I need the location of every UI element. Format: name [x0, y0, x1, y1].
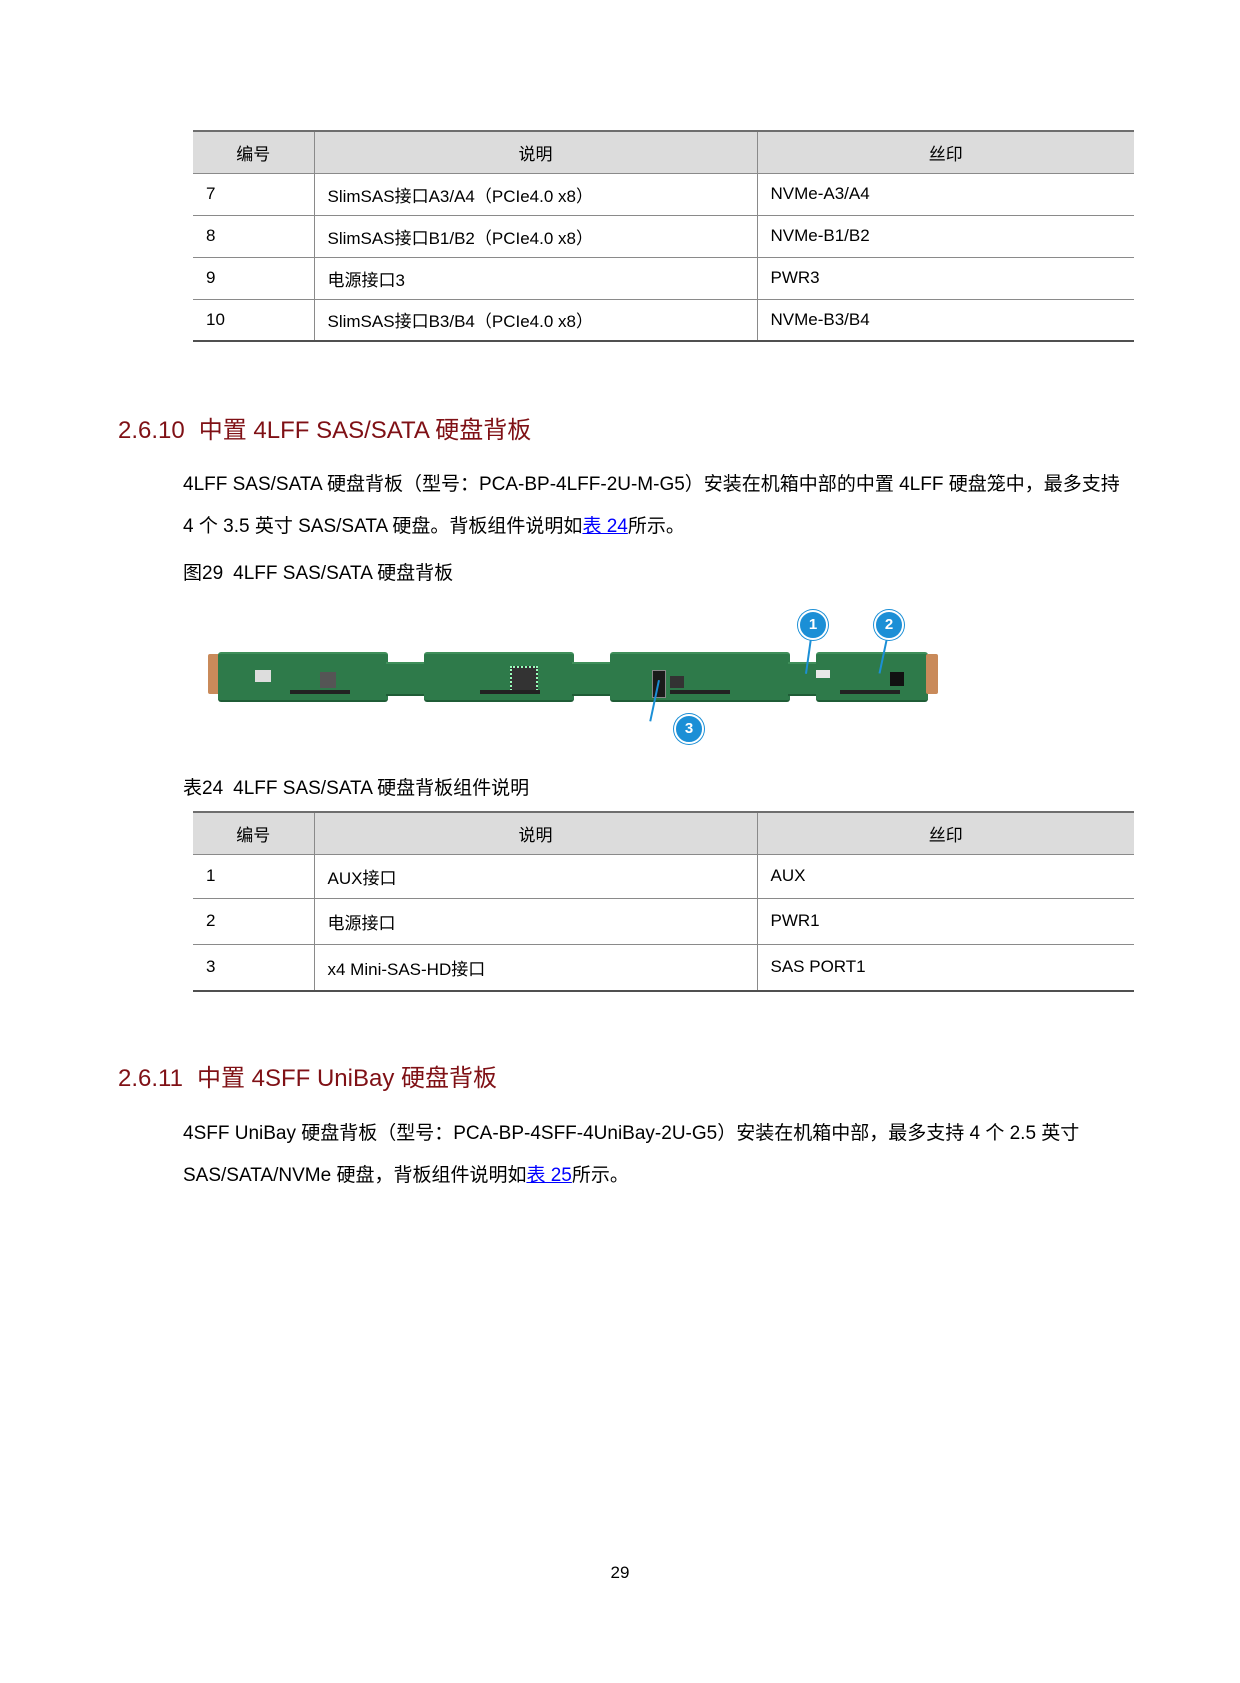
drive-connector: [840, 690, 900, 694]
board-segment: [218, 652, 388, 702]
cell-description: 电源接口3: [313, 257, 757, 300]
table-24-components: 编号 说明 丝印 1 AUX接口 AUX 2 电源接口 PWR1 3 x4 Mi…: [193, 811, 1134, 992]
table-number: 表24: [183, 778, 224, 799]
cell-description: 电源接口: [313, 898, 757, 945]
table-row: 10 SlimSAS接口B3/B4（PCIe4.0 x8） NVMe-B3/B4: [193, 299, 1134, 342]
section-heading-2-6-11: 2.6.11 中置 4SFF UniBay 硬盘背板: [118, 1058, 497, 1093]
drive-connector: [670, 690, 730, 694]
drive-connector: [290, 690, 350, 694]
cell-silkscreen: AUX: [756, 854, 1134, 899]
table-row: 7 SlimSAS接口A3/A4（PCIe4.0 x8） NVMe-A3/A4: [193, 173, 1134, 216]
header-description: 说明: [313, 811, 757, 855]
header-number: 编号: [193, 811, 314, 855]
page-number: 29: [610, 1563, 630, 1582]
section-number: 2.6.10: [118, 417, 185, 444]
label-sticker: [255, 670, 271, 682]
cell-description: SlimSAS接口B1/B2（PCIe4.0 x8）: [313, 215, 757, 258]
cell-description: SlimSAS接口A3/A4（PCIe4.0 x8）: [313, 173, 757, 216]
power-connector: [890, 672, 904, 686]
cell-silkscreen: NVMe-B3/B4: [756, 299, 1134, 342]
table-header-row: 编号 说明 丝印: [193, 811, 1134, 855]
cell-silkscreen: NVMe-A3/A4: [756, 173, 1134, 216]
cell-number: 9: [193, 257, 314, 300]
chip: [670, 676, 684, 688]
paragraph-text-end: 所示。: [571, 1165, 629, 1186]
board-copper-tab: [208, 654, 220, 694]
cell-number: 8: [193, 215, 314, 258]
cell-number: 2: [193, 898, 314, 945]
drive-connector: [480, 690, 540, 694]
table-caption: 表24 4LFF SAS/SATA 硬盘背板组件说明: [183, 773, 529, 800]
cell-description: SlimSAS接口B3/B4（PCIe4.0 x8）: [313, 299, 757, 342]
cell-silkscreen: NVMe-B1/B2: [756, 215, 1134, 258]
cell-description: x4 Mini-SAS-HD接口: [313, 944, 757, 992]
table-row: 3 x4 Mini-SAS-HD接口 SAS PORT1: [193, 944, 1134, 992]
figure-title: 4LFF SAS/SATA 硬盘背板: [233, 563, 454, 584]
board-copper-tab: [926, 654, 938, 694]
cell-silkscreen: PWR3: [756, 257, 1134, 300]
cell-number: 3: [193, 944, 314, 992]
section-number: 2.6.11: [118, 1065, 183, 1092]
figure-number: 图29: [183, 563, 224, 584]
board-segment: [386, 662, 426, 696]
table-header-row: 编号 说明 丝印: [193, 130, 1134, 174]
table-25-link[interactable]: 表 25: [526, 1165, 572, 1186]
cell-silkscreen: PWR1: [756, 898, 1134, 945]
paragraph-text: 4SFF UniBay 硬盘背板（型号：PCA-BP-4SFF-4UniBay-…: [183, 1123, 1080, 1186]
paragraph-text: 4LFF SAS/SATA 硬盘背板（型号：PCA-BP-4LFF-2U-M-G…: [183, 474, 1120, 537]
section-heading-2-6-10: 2.6.10 中置 4LFF SAS/SATA 硬盘背板: [118, 410, 531, 445]
table-row: 2 电源接口 PWR1: [193, 898, 1134, 945]
table-row: 8 SlimSAS接口B1/B2（PCIe4.0 x8） NVMe-B1/B2: [193, 215, 1134, 258]
cell-number: 7: [193, 173, 314, 216]
header-description: 说明: [313, 130, 757, 174]
section-paragraph: 4SFF UniBay 硬盘背板（型号：PCA-BP-4SFF-4UniBay-…: [183, 1113, 1133, 1197]
header-number: 编号: [193, 130, 314, 174]
board-segment: [572, 662, 612, 696]
cell-silkscreen: SAS PORT1: [756, 944, 1134, 992]
board-segment: [424, 652, 574, 702]
callout-2: 2: [874, 610, 904, 640]
section-title: 中置 4SFF UniBay 硬盘背板: [196, 1065, 497, 1092]
table-slimsas-continued: 编号 说明 丝印 7 SlimSAS接口A3/A4（PCIe4.0 x8） NV…: [193, 130, 1134, 342]
table-row: 1 AUX接口 AUX: [193, 854, 1134, 899]
table-title: 4LFF SAS/SATA 硬盘背板组件说明: [233, 778, 530, 799]
callout-1: 1: [798, 610, 828, 640]
section-paragraph: 4LFF SAS/SATA 硬盘背板（型号：PCA-BP-4LFF-2U-M-G…: [183, 464, 1133, 548]
backplane-figure: 1 2 3: [200, 600, 940, 750]
table-24-link[interactable]: 表 24: [582, 516, 628, 537]
board-segment: [610, 652, 790, 702]
board-segment: [788, 662, 818, 696]
paragraph-text-end: 所示。: [627, 516, 685, 537]
chip: [320, 672, 336, 688]
callout-3: 3: [674, 714, 704, 744]
header-silkscreen: 丝印: [756, 811, 1134, 855]
cell-number: 10: [193, 299, 314, 342]
board-segment: [816, 652, 928, 702]
aux-connector: [816, 670, 830, 678]
section-title: 中置 4LFF SAS/SATA 硬盘背板: [198, 417, 532, 444]
cell-number: 1: [193, 854, 314, 899]
header-silkscreen: 丝印: [756, 130, 1134, 174]
cell-description: AUX接口: [313, 854, 757, 899]
figure-caption: 图29 4LFF SAS/SATA 硬盘背板: [183, 558, 453, 585]
table-row: 9 电源接口3 PWR3: [193, 257, 1134, 300]
